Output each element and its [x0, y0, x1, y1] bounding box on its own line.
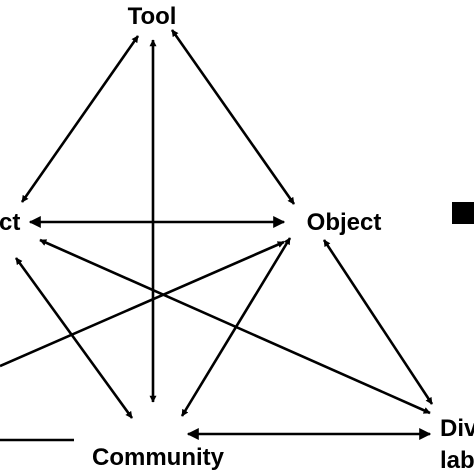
node-division-line1: Div [440, 415, 474, 442]
edge-rules-object [0, 240, 285, 368]
node-community: Community [92, 444, 225, 471]
edge-object-division [322, 239, 434, 405]
node-object: Object [307, 209, 382, 236]
edge-subject-division [39, 238, 431, 415]
edge-tool-subject [20, 35, 140, 203]
edge-subject-community [14, 257, 134, 419]
edge-tool-object [170, 29, 296, 205]
output-arrow-fragment [452, 202, 474, 224]
node-tool: Tool [128, 3, 177, 30]
node-division-line2: lab [440, 447, 474, 474]
node-subject: ct [0, 209, 20, 236]
